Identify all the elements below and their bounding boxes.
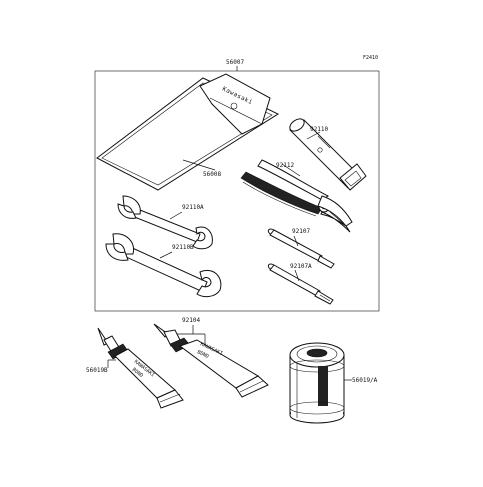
oil-filter: [289, 342, 345, 424]
tommy-bar-hole-icon: [317, 147, 323, 153]
bond-tube-right: KAWASAKI BOND: [153, 323, 269, 398]
wrench-a: [117, 195, 213, 250]
leader-line: [182, 159, 216, 171]
label-wrench-a: 92110A: [182, 204, 204, 211]
leader-line: [293, 235, 299, 247]
screwdriver-a: [267, 263, 334, 305]
label-pliers: 92112: [276, 162, 294, 169]
snap-button-icon: [230, 102, 238, 110]
leader-line: [306, 131, 321, 140]
diagram-code: F2410: [363, 55, 378, 61]
leader-line: [169, 211, 183, 220]
label-bond-b: 56019B: [86, 367, 108, 374]
label-screwdriver-a: 92107A: [290, 263, 312, 270]
label-bag: 56008: [203, 171, 221, 178]
bond-tube-left: KAWASAKI BOND: [97, 327, 184, 409]
plug-wrench: [289, 118, 367, 191]
label-bond-tube: 92104: [182, 317, 200, 324]
label-kit: 56007: [226, 59, 244, 66]
label-wrench-b: 92110B: [172, 244, 194, 251]
tool-bag: Kawasaki: [96, 73, 280, 191]
leader-line: [281, 163, 301, 177]
label-screwdriver: 92107: [292, 228, 310, 235]
leader-line: [159, 251, 173, 259]
pliers: [240, 159, 353, 233]
screwdriver: [267, 228, 335, 269]
label-plug-wrench: 92110: [310, 126, 328, 133]
leader-line: [294, 269, 300, 282]
wrench-b: [105, 233, 222, 298]
label-filter: 56019/A: [352, 377, 378, 384]
tube-product: BOND: [196, 349, 209, 360]
